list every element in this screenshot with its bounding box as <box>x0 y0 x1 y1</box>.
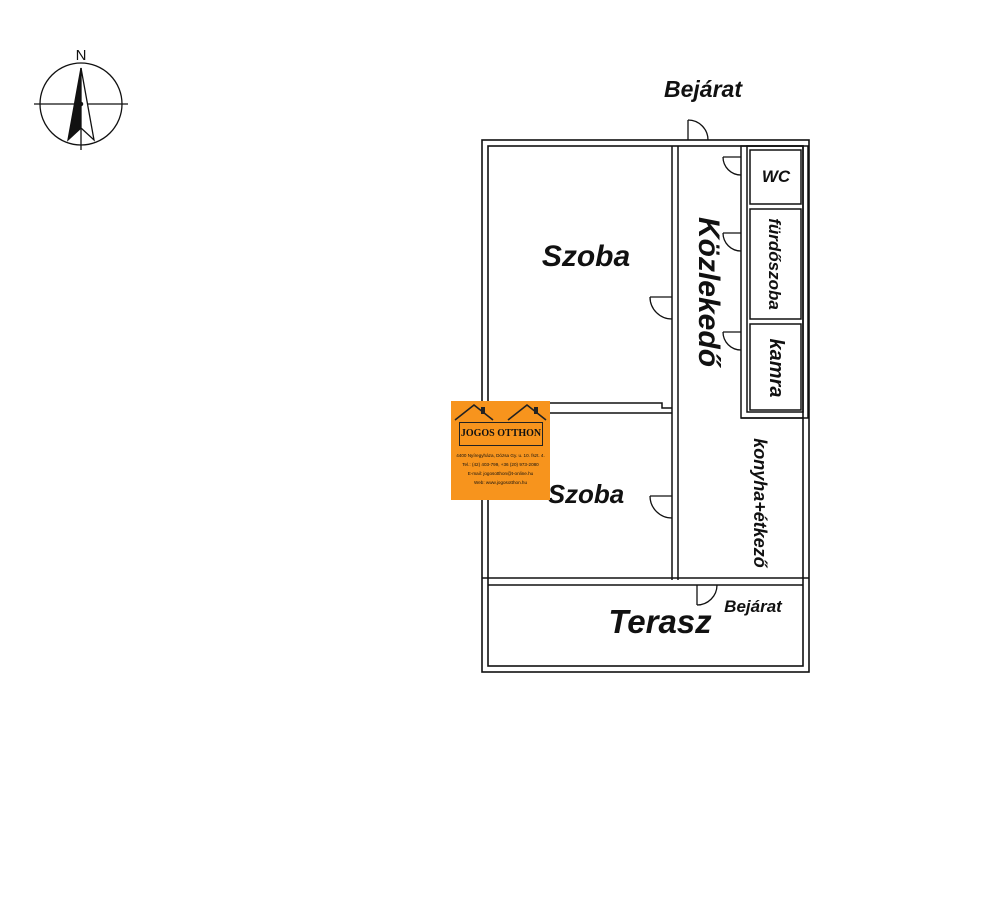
entrance-bottom-label: Bejárat <box>724 597 783 616</box>
logo-brand: JOGOS OTTHON <box>459 422 543 446</box>
door-icons <box>649 119 742 606</box>
house-roof-icon <box>454 403 547 421</box>
room-top-label: Szoba <box>542 240 630 273</box>
bathroom-label: fürdőszoba <box>765 218 784 310</box>
wc-label: WC <box>762 167 791 186</box>
logo-address: 4400 Nyíregyháza, Dózsa Gy. u. 10. fszt.… <box>456 453 545 458</box>
north-label: N <box>76 47 87 64</box>
compass-icon <box>34 62 128 150</box>
logo-contact: 4400 Nyíregyháza, Dózsa Gy. u. 10. fszt.… <box>453 451 548 487</box>
kitchen-label: konyha+étkező <box>750 438 770 569</box>
corridor-label: Közlekedő <box>692 217 725 369</box>
logo-phone: Tel.: (42) 403-799, +36 (20) 973-2080 <box>462 462 539 467</box>
logo-web: Web: www.jogosotthon.hu <box>473 480 528 485</box>
room-bottom-label: Szoba <box>548 479 625 509</box>
pantry-label: kamra <box>765 339 787 398</box>
terrace-label: Terasz <box>608 603 712 640</box>
logo-email: E-mail: jogosotthon@t-online.hu <box>467 471 534 476</box>
realtor-logo: JOGOS OTTHON 4400 Nyíregyháza, Dózsa Gy.… <box>451 401 550 500</box>
entrance-top-label: Bejárat <box>664 76 743 102</box>
